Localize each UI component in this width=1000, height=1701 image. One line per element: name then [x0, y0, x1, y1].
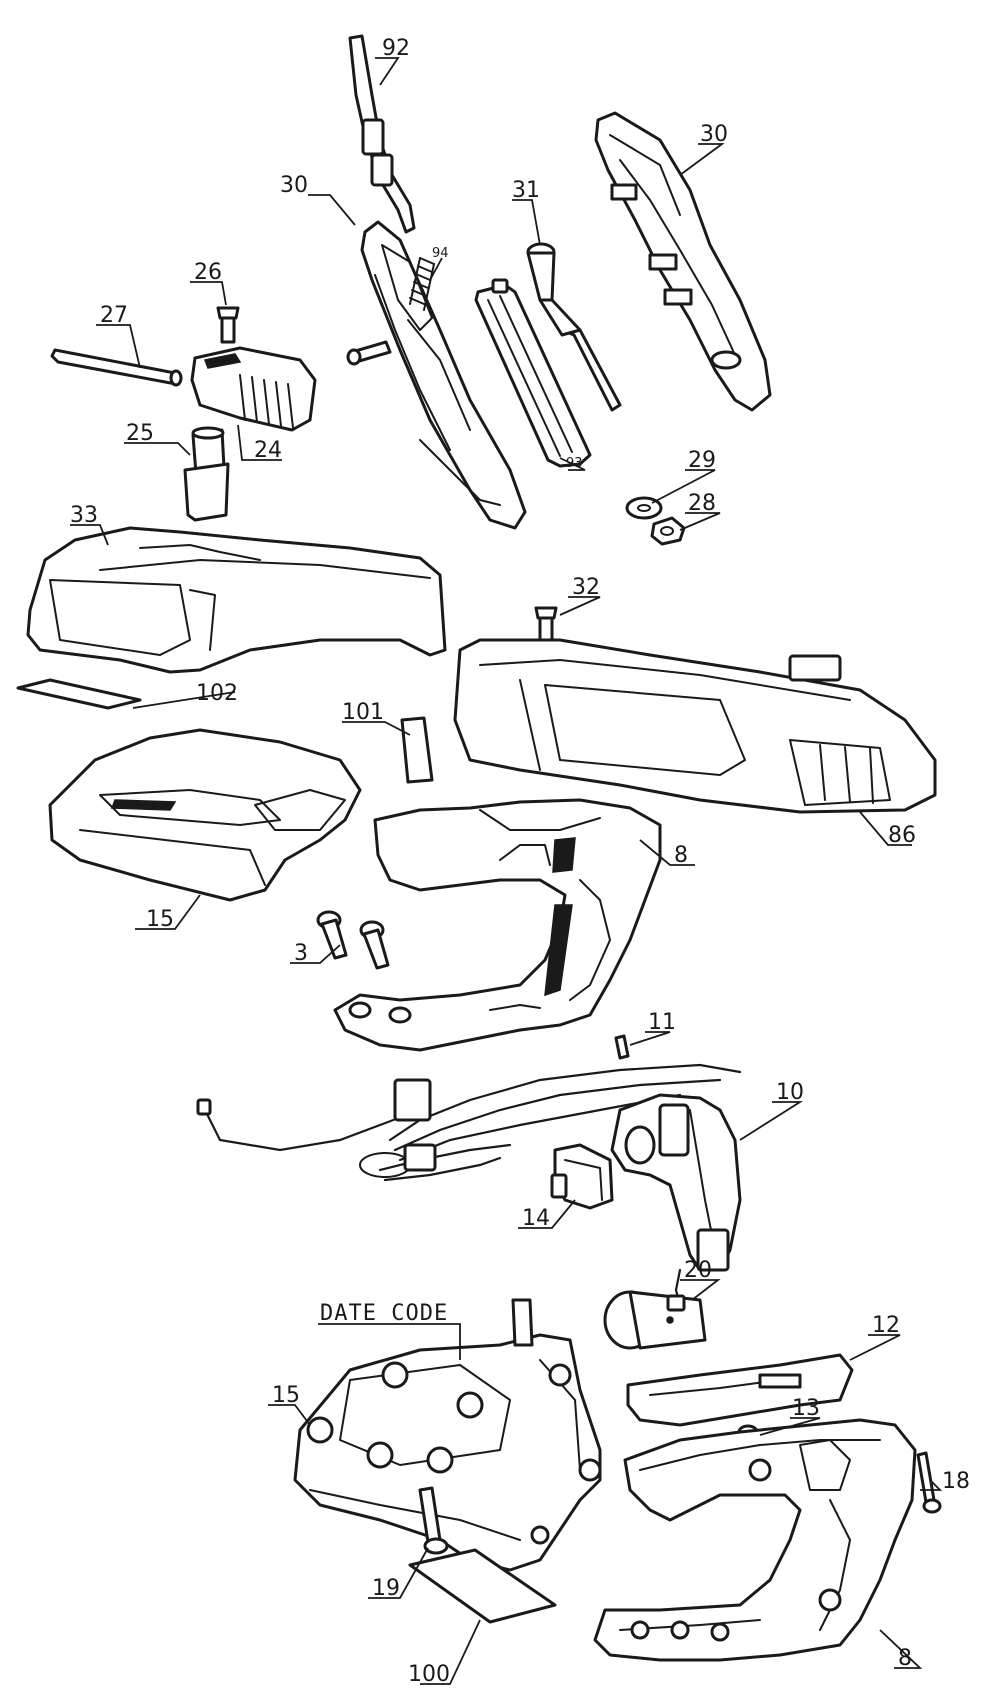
- part-86-right-motor-housing: [453, 638, 937, 814]
- part-100-label: [408, 1548, 557, 1624]
- part-33-left-motor-housing: [26, 526, 447, 674]
- part-15-base-housing: [293, 1298, 602, 1572]
- callout-30-left: 30: [280, 173, 308, 198]
- part-24-lever-cap: [190, 346, 317, 432]
- wiring-harness: [196, 1063, 742, 1182]
- callout-30-right: 30: [700, 122, 728, 147]
- part-27-belt-hook-rod: [50, 348, 183, 387]
- callout-18: 18: [942, 1469, 970, 1494]
- part-14-terminal-block: [550, 1143, 614, 1210]
- part-102-label: [16, 678, 142, 710]
- callout-25: 25: [126, 421, 154, 446]
- callout-15-cover: 15: [146, 907, 174, 932]
- part-30-left-handle-cover: [360, 220, 527, 530]
- callout-10: 10: [776, 1080, 804, 1105]
- callout-8-upper: 8: [674, 843, 688, 868]
- part-93-battery-rail: [474, 278, 592, 468]
- callout-93: 93: [566, 456, 583, 471]
- leader-lines: [70, 57, 943, 1685]
- part-101-label: [400, 716, 434, 784]
- part-28-nut: [650, 516, 686, 546]
- part-92-contact-strip: [348, 34, 416, 234]
- callout-15-base: 15: [272, 1383, 300, 1408]
- part-26-screw: [216, 306, 240, 344]
- callout-26: 26: [194, 260, 222, 285]
- callout-3: 3: [294, 941, 308, 966]
- callout-27: 27: [100, 303, 128, 328]
- callout-33: 33: [70, 503, 98, 528]
- callout-101: 101: [342, 700, 384, 725]
- callout-31: 31: [512, 178, 540, 203]
- callout-92: 92: [382, 36, 410, 61]
- part-31-shaft: [526, 242, 622, 412]
- part-25-knob: [183, 426, 230, 522]
- date-code-note: DATE CODE: [320, 1301, 448, 1326]
- part-12-switch-plate: [626, 1353, 854, 1427]
- part-30-small-pin: [346, 340, 392, 366]
- callout-29: 29: [688, 448, 716, 473]
- part-19-screw: [418, 1486, 449, 1555]
- callout-8-lower: 8: [898, 1646, 912, 1671]
- part-30-right-handle-cover: [594, 111, 772, 412]
- callout-14: 14: [522, 1206, 550, 1231]
- part-10-switch-assembly: [610, 1093, 742, 1307]
- callout-24: 24: [254, 438, 282, 463]
- part-32-screw: [534, 606, 558, 642]
- part-94-spring: [409, 257, 435, 311]
- part-20-led-assembly: [603, 1290, 707, 1350]
- callout-13: 13: [792, 1396, 820, 1421]
- part-3-screws: [316, 910, 390, 970]
- part-15-battery-housing-cover: [48, 728, 362, 902]
- callout-102: 102: [196, 681, 238, 706]
- callout-100: 100: [408, 1662, 450, 1687]
- part-18-screw: [916, 1451, 942, 1514]
- part-8-handle-half-upper: [333, 798, 662, 1052]
- callout-86: 86: [888, 823, 916, 848]
- callout-20: 20: [684, 1258, 712, 1283]
- callout-32: 32: [572, 575, 600, 600]
- part-8-handle-half-lower: [593, 1418, 917, 1662]
- callout-11: 11: [648, 1010, 676, 1035]
- callout-28: 28: [688, 491, 716, 516]
- callout-94: 94: [432, 246, 449, 261]
- part-11-pin: [614, 1034, 630, 1060]
- callout-12: 12: [872, 1313, 900, 1338]
- callout-19: 19: [372, 1576, 400, 1601]
